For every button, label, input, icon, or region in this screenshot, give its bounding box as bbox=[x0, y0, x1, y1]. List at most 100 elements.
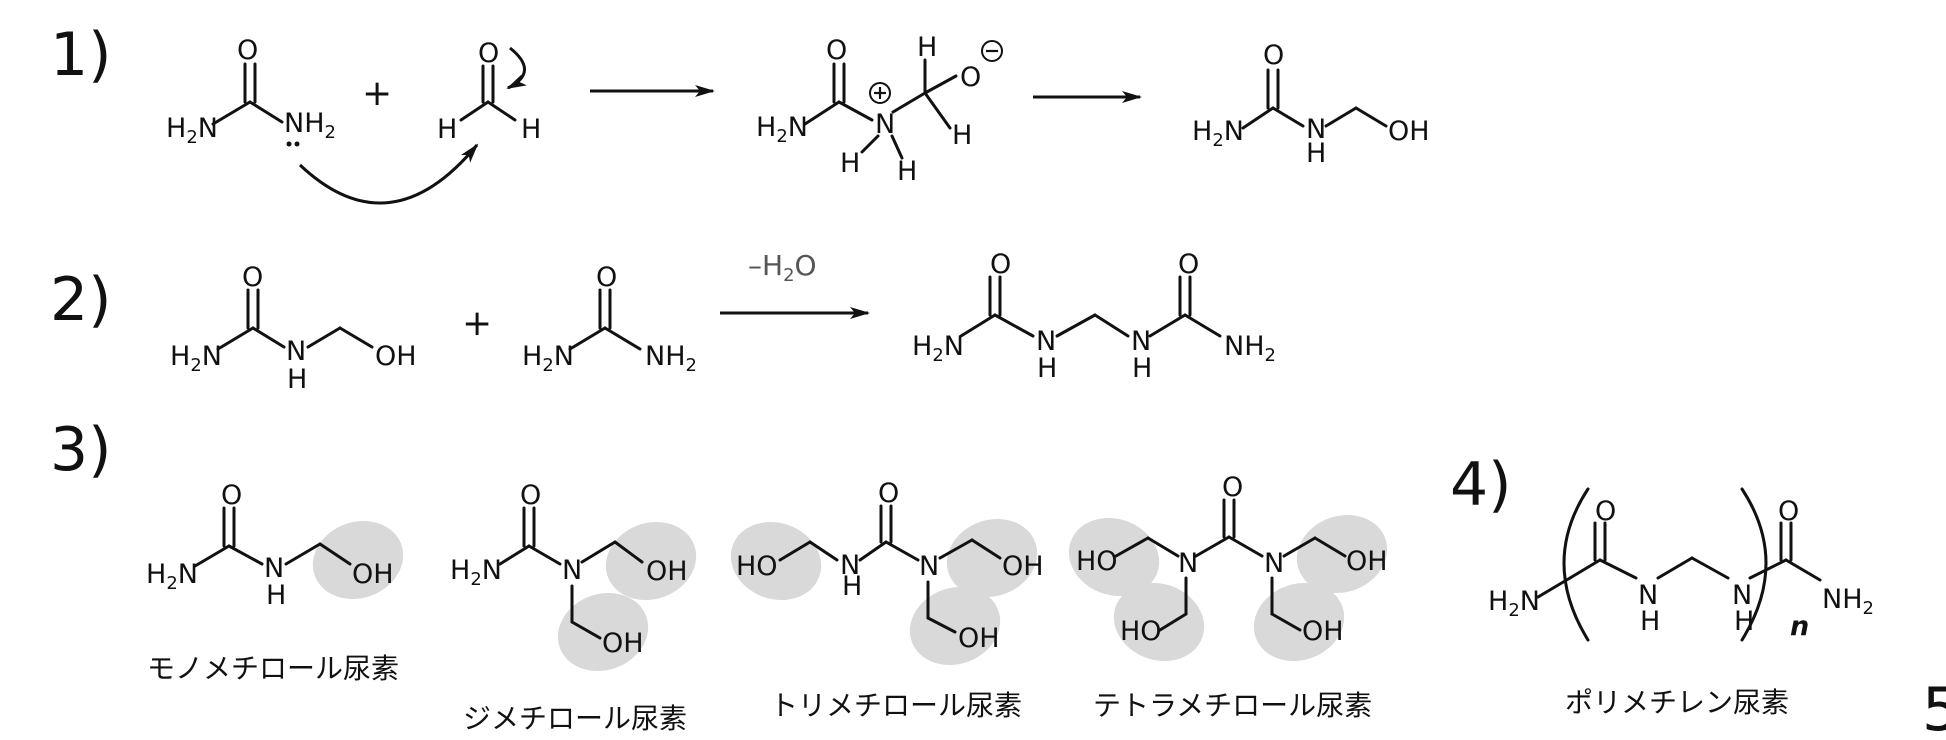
atom-oh: OH bbox=[646, 556, 688, 587]
step-4-label: 4) bbox=[1450, 450, 1512, 520]
atom-o: O bbox=[520, 480, 541, 511]
edge-fragment: 5 bbox=[1922, 675, 1946, 740]
reaction-condition: –H2O bbox=[748, 249, 817, 286]
repeat-unit-n: n bbox=[1790, 611, 1809, 642]
urea-reactant: O H2N NH2 bbox=[522, 262, 697, 376]
atom-h: H bbox=[1640, 606, 1660, 637]
atom-n: N bbox=[1264, 548, 1284, 579]
label-tetramethylol-urea: テトラメチロール尿素 bbox=[1093, 689, 1372, 722]
formaldehyde-molecule: O H H bbox=[437, 38, 541, 145]
monomethylolurea: O H2N N H OH モノメチロール尿素 bbox=[146, 480, 404, 685]
atom-oh: OH bbox=[1002, 551, 1044, 582]
atom-o: O bbox=[242, 262, 263, 293]
atom-o: O bbox=[596, 262, 617, 293]
atom-h: H bbox=[842, 571, 862, 602]
atom-ho: HO bbox=[1120, 616, 1162, 647]
atom-o: O bbox=[1778, 496, 1799, 527]
atom-h: H bbox=[266, 580, 286, 611]
atom-h: H bbox=[897, 156, 917, 187]
atom-h2n: H2N bbox=[450, 555, 502, 590]
atom-h: H bbox=[1306, 138, 1326, 169]
step-1-label: 1) bbox=[50, 20, 112, 90]
atom-o: O bbox=[1263, 40, 1284, 71]
hydroxymethyl-highlight bbox=[312, 520, 404, 600]
hydroxymethyl-highlight bbox=[1068, 517, 1160, 597]
atom-o: O bbox=[826, 35, 847, 66]
zwitterion-intermediate: O H2N N H H H H O bbox=[756, 32, 1003, 187]
hydroxymethyl-highlight bbox=[730, 521, 822, 601]
atom-o: O bbox=[221, 480, 242, 511]
atom-h: H bbox=[1037, 353, 1057, 384]
atom-n: N bbox=[264, 553, 284, 584]
atom-oh: OH bbox=[1346, 546, 1388, 577]
plus-sign: + bbox=[362, 73, 392, 114]
atom-h2n: H2N bbox=[170, 341, 222, 376]
hydroxymethyl-highlight bbox=[946, 518, 1038, 598]
hydroxymethyl-highlight bbox=[557, 592, 649, 672]
atom-nh2: NH2 bbox=[1224, 331, 1276, 366]
atom-o-minus: O bbox=[960, 62, 981, 93]
atom-n: N bbox=[1178, 548, 1198, 579]
atom-n: N bbox=[1306, 114, 1326, 145]
label-trimethylol-urea: トリメチロール尿素 bbox=[770, 689, 1022, 722]
methylenediurea-product: O O H2N N H N H NH2 bbox=[912, 249, 1276, 384]
step-3-label: 3) bbox=[50, 415, 112, 485]
lone-pair-dot bbox=[286, 141, 292, 147]
atom-n: N bbox=[1638, 580, 1658, 611]
atom-n: N bbox=[1036, 326, 1056, 357]
urea-molecule: O H2N NH2 bbox=[166, 35, 336, 148]
hydroxymethyl-highlight bbox=[605, 521, 697, 601]
atom-n: N bbox=[562, 555, 582, 586]
atom-h2n: H2N bbox=[146, 559, 198, 594]
polymer-bracket-left bbox=[1562, 487, 1590, 642]
tetramethylolurea: O HO N N OH HO OH テトラメチロール尿素 bbox=[1068, 472, 1388, 722]
trimethylolurea: O HO N H N OH OH トリメチロール尿素 bbox=[730, 478, 1044, 722]
atom-h2n: H2N bbox=[1192, 116, 1244, 151]
atom-o: O bbox=[1178, 249, 1199, 280]
lone-pair-dot bbox=[294, 141, 300, 147]
atom-h: H bbox=[1734, 606, 1754, 637]
label-dimethylol-urea: ジメチロール尿素 bbox=[463, 702, 687, 735]
polymer-bracket-right bbox=[1740, 487, 1768, 642]
atom-h2n: H2N bbox=[756, 112, 808, 147]
atom-h2n: H2N bbox=[522, 341, 574, 376]
atom-h: H bbox=[917, 32, 937, 63]
hydroxymethyl-highlight bbox=[1253, 582, 1345, 662]
label-polymethylene-urea: ポリメチレン尿素 bbox=[1565, 686, 1789, 719]
atom-n: N bbox=[286, 336, 306, 367]
atom-n: N bbox=[840, 550, 860, 581]
label-monomethylol-urea: モノメチロール尿素 bbox=[147, 652, 399, 685]
atom-h: H bbox=[952, 120, 972, 151]
atom-nh2: NH2 bbox=[1822, 584, 1874, 619]
atom-n: N bbox=[919, 551, 939, 582]
step-2-label: 2) bbox=[50, 265, 112, 335]
atom-o: O bbox=[478, 38, 499, 69]
atom-o: O bbox=[1222, 472, 1243, 503]
atom-oh: OH bbox=[1388, 116, 1430, 147]
atom-oh: OH bbox=[1302, 616, 1344, 647]
hydroxymethyl-highlight bbox=[909, 586, 1001, 666]
atom-h2n: H2N bbox=[166, 113, 218, 148]
atom-oh: OH bbox=[352, 559, 394, 590]
atom-h: H bbox=[1132, 353, 1152, 384]
atom-h: H bbox=[521, 114, 541, 145]
atom-nh2: NH2 bbox=[645, 341, 697, 376]
atom-o: O bbox=[1595, 496, 1616, 527]
plus-sign: + bbox=[462, 303, 492, 344]
atom-o: O bbox=[237, 35, 258, 66]
atom-h2n: H2N bbox=[912, 331, 964, 366]
atom-h: H bbox=[840, 148, 860, 179]
atom-oh: OH bbox=[958, 623, 1000, 654]
polymethylene-urea: O O H2N N H N H n NH2 ポリメチレン尿素 bbox=[1488, 487, 1874, 719]
atom-nh2: NH2 bbox=[284, 108, 336, 143]
dimethylolurea: O H2N N OH OH ジメチロール尿素 bbox=[450, 480, 697, 735]
atom-h2n: H2N bbox=[1488, 586, 1540, 621]
atom-ho: HO bbox=[736, 551, 778, 582]
atom-ho: HO bbox=[1076, 546, 1118, 577]
atom-n-plus: N bbox=[875, 109, 895, 140]
atom-oh: OH bbox=[375, 341, 417, 372]
atom-n: N bbox=[1131, 326, 1151, 357]
curved-arrow bbox=[298, 143, 479, 205]
atom-o: O bbox=[990, 249, 1011, 280]
